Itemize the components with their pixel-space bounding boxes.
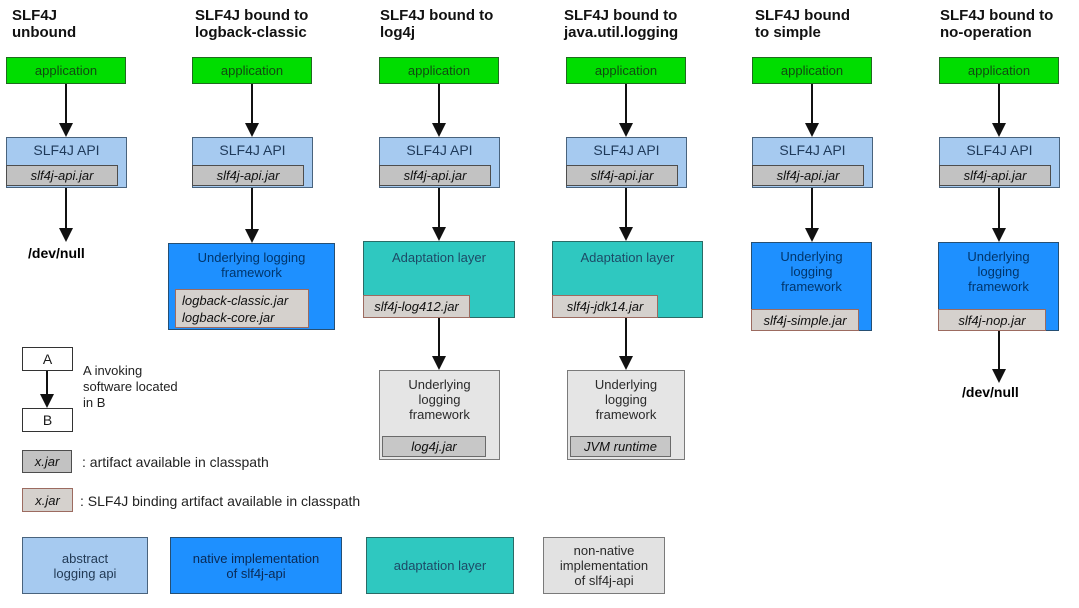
slf4j-api-box: SLF4J API slf4j-api.jar: [752, 137, 873, 188]
legend-invoke-caption: A invoking software located in B: [83, 363, 178, 410]
application-box: application: [6, 57, 126, 84]
slf4j-api-jar: slf4j-api.jar: [566, 165, 678, 186]
underlying-framework-label: Underlying logging framework: [197, 250, 306, 280]
application-box: application: [379, 57, 499, 84]
slf4j-api-jar: slf4j-api.jar: [192, 165, 304, 186]
underlying-framework-box: Underlying logging framework JVM runtime: [567, 370, 685, 460]
flow-arrow: [619, 84, 633, 137]
legend-a-box: A: [22, 347, 73, 371]
flow-arrow: [619, 318, 633, 370]
adaptation-layer-box: Adaptation layer slf4j-log412.jar: [363, 241, 515, 318]
swatch-nonnative-implementation: non-native implementation of slf4j-api: [543, 537, 665, 594]
column-1-title: SLF4J unbound: [12, 7, 77, 41]
adaptation-layer-label: Adaptation layer: [392, 250, 486, 265]
flow-arrow: [805, 84, 819, 137]
slf4j-api-label: SLF4J API: [219, 142, 286, 158]
slf4j-api-label: SLF4J API: [33, 142, 100, 158]
slf4j-api-box: SLF4J API slf4j-api.jar: [6, 137, 127, 188]
slf4j-api-jar: slf4j-api.jar: [752, 165, 864, 186]
slf4j-api-label: SLF4J API: [593, 142, 660, 158]
application-box: application: [752, 57, 872, 84]
logback-jars: logback-classic.jar logback-core.jar: [175, 289, 309, 328]
underlying-framework-box: Underlying logging framework log4j.jar: [379, 370, 500, 460]
adaptation-layer-label: Adaptation layer: [580, 250, 675, 265]
slf4j-jdk14-jar: slf4j-jdk14.jar: [552, 295, 658, 318]
flow-arrow: [59, 188, 73, 242]
adaptation-layer-box: Adaptation layer slf4j-jdk14.jar: [552, 241, 703, 318]
swatch-adaptation-layer: adaptation layer: [366, 537, 514, 594]
flow-arrow: [245, 84, 259, 137]
slf4j-api-box: SLF4J API slf4j-api.jar: [939, 137, 1060, 188]
slf4j-api-jar: slf4j-api.jar: [379, 165, 491, 186]
legend-artifact-jar: x.jar: [22, 450, 72, 473]
dev-null-label: /dev/null: [28, 245, 85, 261]
slf4j-api-box: SLF4J API slf4j-api.jar: [192, 137, 313, 188]
flow-arrow: [59, 84, 73, 137]
underlying-framework-box: Underlying logging framework slf4j-simpl…: [751, 242, 872, 331]
slf4j-log4j-jar: slf4j-log412.jar: [363, 295, 470, 318]
flow-arrow: [805, 188, 819, 242]
column-3-title: SLF4J bound to log4j: [380, 7, 494, 41]
legend-b-box: B: [22, 408, 73, 432]
flow-arrow: [432, 84, 446, 137]
underlying-framework-label: Underlying logging framework: [594, 377, 658, 422]
legend-binding-jar: x.jar: [22, 488, 73, 512]
underlying-framework-label: Underlying logging framework: [967, 249, 1030, 294]
column-2-title: SLF4J bound to logback-classic: [195, 7, 309, 41]
legend-arrow: [40, 371, 54, 408]
flow-arrow: [432, 188, 446, 241]
slf4j-simple-jar: slf4j-simple.jar: [751, 309, 859, 331]
flow-arrow: [245, 188, 259, 243]
slf4j-api-box: SLF4J API slf4j-api.jar: [379, 137, 500, 188]
legend-artifact-caption: : artifact available in classpath: [82, 454, 269, 470]
slf4j-api-label: SLF4J API: [406, 142, 473, 158]
slf4j-api-jar: slf4j-api.jar: [939, 165, 1051, 186]
application-box: application: [192, 57, 312, 84]
slf4j-api-label: SLF4J API: [966, 142, 1033, 158]
column-5-title: SLF4J bound to simple: [755, 7, 850, 41]
underlying-framework-label: Underlying logging framework: [780, 249, 843, 294]
flow-arrow: [432, 318, 446, 370]
flow-arrow: [992, 331, 1006, 383]
application-box: application: [566, 57, 686, 84]
underlying-framework-label: Underlying logging framework: [408, 377, 471, 422]
dev-null-label: /dev/null: [962, 384, 1019, 400]
log4j-jar: log4j.jar: [382, 436, 486, 457]
jvm-runtime-jar: JVM runtime: [570, 436, 671, 457]
flow-arrow: [992, 188, 1006, 242]
swatch-abstract-logging-api: abstract logging api: [22, 537, 148, 594]
flow-arrow: [992, 84, 1006, 137]
slf4j-api-jar: slf4j-api.jar: [6, 165, 118, 186]
slf4j-nop-jar: slf4j-nop.jar: [938, 309, 1046, 331]
slf4j-api-label: SLF4J API: [779, 142, 846, 158]
flow-arrow: [619, 188, 633, 241]
swatch-native-implementation: native implementation of slf4j-api: [170, 537, 342, 594]
column-6-title: SLF4J bound to no-operation: [940, 7, 1054, 41]
legend-binding-caption: : SLF4J binding artifact available in cl…: [80, 493, 361, 509]
application-box: application: [939, 57, 1059, 84]
underlying-framework-box: Underlying logging framework slf4j-nop.j…: [938, 242, 1059, 331]
column-4-title: SLF4J bound to java.util.logging: [564, 7, 679, 41]
slf4j-api-box: SLF4J API slf4j-api.jar: [566, 137, 687, 188]
underlying-framework-box: Underlying logging framework logback-cla…: [168, 243, 335, 330]
